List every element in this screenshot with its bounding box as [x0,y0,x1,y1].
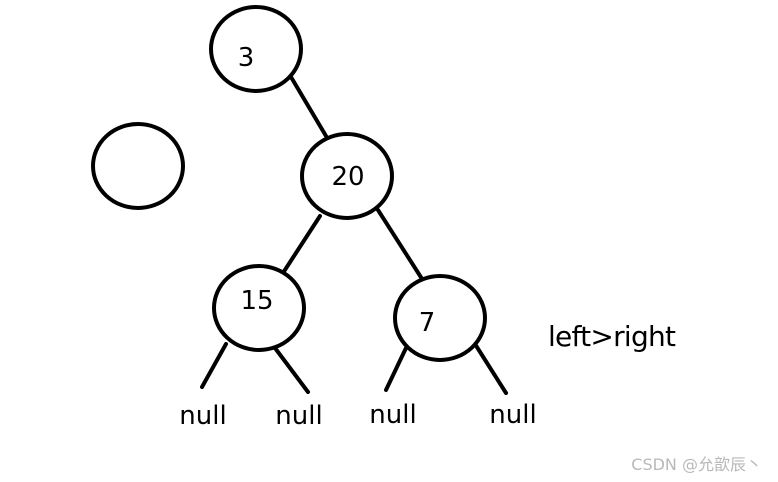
tree-node-3: 3 [209,5,303,93]
tree-node-7: 7 [393,274,487,362]
edge-20-15 [279,214,322,278]
comparison-note: left>right [548,320,676,353]
watermark: CSDN @允歆辰丶 [631,455,762,474]
edge-15-null-right [273,346,310,394]
node-label: 7 [419,308,436,338]
leaf-null-3: null [369,400,416,430]
leaf-null-1: null [179,401,226,431]
node-label: 20 [331,162,364,192]
node-label: 15 [240,286,273,316]
tree-node-20: 20 [300,132,394,220]
edge-20-7 [376,208,426,284]
leaf-null-4: null [489,400,536,430]
node-label: 3 [238,43,255,73]
edge-15-null-left [200,342,228,389]
tree-node-15: 15 [212,264,306,352]
leaf-null-2: null [275,401,322,431]
empty-node [91,122,185,210]
edge-7-null-left [384,346,408,392]
edge-7-null-right [473,342,508,395]
edge-3-20 [289,75,328,138]
